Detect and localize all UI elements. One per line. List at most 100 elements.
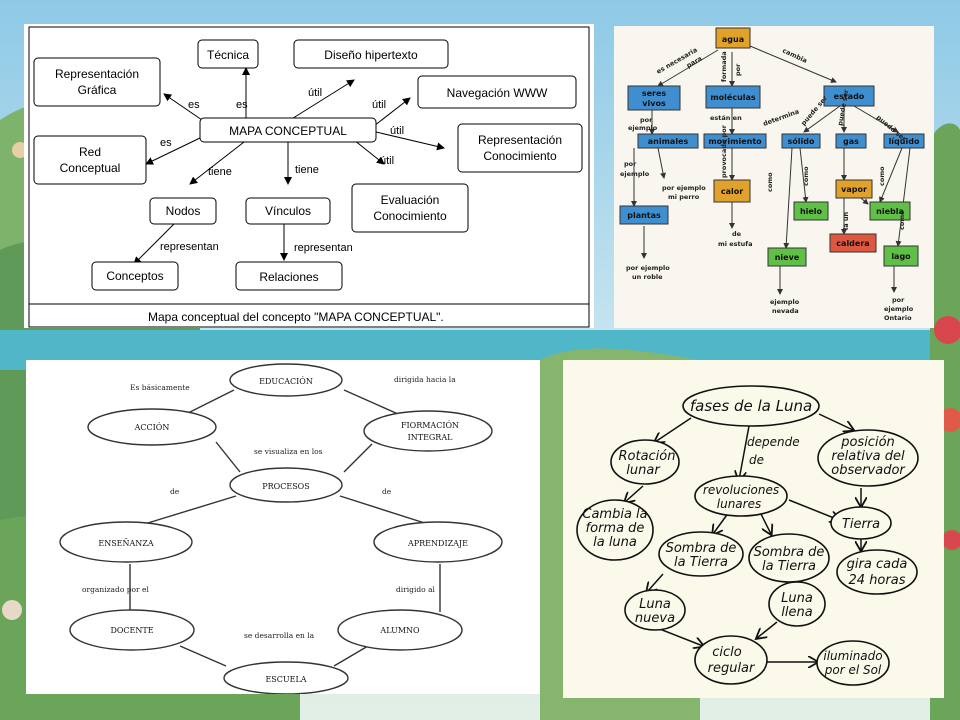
node-movimiento: movimiento bbox=[708, 137, 762, 146]
node-accion: ACCIÓN bbox=[134, 423, 170, 432]
link-es-basicamente: Es básicamente bbox=[130, 383, 190, 392]
link-es-red: es bbox=[160, 137, 172, 149]
node-formacion-1: FIORMACIÓN bbox=[401, 421, 459, 430]
label-por-ejemplo-2: ejemplo bbox=[628, 124, 658, 132]
node-caldera: caldera bbox=[836, 239, 869, 248]
link-es-grafica: es bbox=[188, 99, 200, 111]
link-tiene-vinculos: tiene bbox=[295, 164, 319, 176]
label-de-la-un: la un bbox=[842, 211, 850, 230]
node-fases-luna: fases de la Luna bbox=[690, 397, 812, 415]
fases-luna-concept-map-panel: fases de la Luna Rotación lunar posición… bbox=[563, 360, 944, 698]
link-tiene-nodos: tiene bbox=[208, 166, 232, 178]
educacion-concept-map-panel: EDUCACIÓN ACCIÓN FIORMACIÓN INTEGRAL PRO… bbox=[26, 360, 540, 694]
node-representacion-conocimiento-2: Conocimiento bbox=[483, 149, 557, 163]
node-procesos: PROCESOS bbox=[262, 482, 309, 491]
node-niebla: niebla bbox=[876, 207, 904, 216]
node-mapa-conceptual: MAPA CONCEPTUAL bbox=[229, 124, 347, 138]
node-seres-vivos-2: vivos bbox=[642, 99, 666, 108]
node-animales: animales bbox=[648, 137, 689, 146]
node-rotacion-lunar-2: lunar bbox=[626, 463, 661, 478]
node-plantas: plantas bbox=[627, 211, 661, 220]
label-ontario-3: Ontario bbox=[884, 314, 912, 322]
node-vapor: vapor bbox=[841, 185, 867, 194]
link-depende: depende bbox=[747, 435, 800, 449]
link-util-diseno: útil bbox=[308, 87, 322, 99]
link-organizado-por: organizado por el bbox=[82, 585, 149, 594]
node-cambia-forma-1: Cambia la bbox=[582, 507, 647, 522]
node-moleculas: moléculas bbox=[710, 92, 756, 102]
link-util-repcon: útil bbox=[390, 125, 404, 137]
node-ciclo-regular-2: regular bbox=[708, 661, 756, 676]
node-iluminado-1: iluminado bbox=[823, 649, 882, 663]
node-sombra-tierra-b-1: Sombra de bbox=[754, 545, 825, 560]
node-red-conceptual-1: Red bbox=[79, 145, 101, 159]
label-nevada-1: ejemplo bbox=[770, 298, 800, 306]
label-por: por bbox=[734, 63, 742, 76]
mapa-conceptual-panel: Técnica Diseño hipertexto Representación… bbox=[24, 24, 594, 328]
label-formada: formada bbox=[720, 51, 728, 82]
link-representan-conceptos: representan bbox=[160, 241, 219, 253]
node-evaluacion-conocimiento-1: Evaluación bbox=[381, 193, 440, 207]
link-util-navegacion: útil bbox=[372, 99, 386, 111]
label-estan-en: están en bbox=[710, 114, 742, 122]
node-formacion-2: INTEGRAL bbox=[408, 433, 454, 442]
link-de-left: de bbox=[170, 487, 180, 496]
node-vinculos: Vínculos bbox=[265, 204, 311, 218]
node-posicion-3: observador bbox=[831, 463, 906, 478]
link-representan-relaciones: representan bbox=[294, 242, 353, 254]
node-docente: DOCENTE bbox=[110, 626, 153, 635]
label-ontario-1: por bbox=[892, 296, 905, 304]
node-representacion-grafica-1: Representación bbox=[55, 67, 139, 81]
node-tierra: Tierra bbox=[842, 517, 880, 532]
label-nevada-2: nevada bbox=[772, 307, 799, 315]
node-hielo: hielo bbox=[800, 207, 823, 216]
label-por-ejemplo-4: ejemplo bbox=[620, 170, 650, 178]
label-ontario-2: ejemplo bbox=[884, 305, 914, 313]
node-red-conceptual-2: Conceptual bbox=[60, 161, 121, 175]
label-por-ejemplo-3: por bbox=[624, 160, 637, 168]
label-determina: determina bbox=[762, 107, 800, 127]
label-roble-1: por ejemplo bbox=[626, 264, 670, 272]
diagram-caption: Mapa conceptual del concepto "MAPA CONCE… bbox=[148, 310, 444, 324]
node-nieve: nieve bbox=[775, 253, 800, 262]
node-seres-vivos-1: seres bbox=[642, 89, 667, 98]
node-tecnica: Técnica bbox=[207, 48, 249, 62]
node-sombra-tierra-b-2: la Tierra bbox=[762, 559, 816, 574]
node-sombra-tierra-a-2: la Tierra bbox=[674, 555, 728, 570]
node-estado: estado bbox=[834, 92, 865, 101]
link-de: de bbox=[749, 453, 764, 467]
node-agua: agua bbox=[722, 35, 744, 44]
node-gira-1: gira cada bbox=[847, 557, 908, 572]
label-mi-estufa: mi estufa bbox=[718, 240, 753, 248]
node-representacion-grafica-2: Gráfica bbox=[78, 83, 117, 97]
node-posicion-2: relativa del bbox=[831, 449, 905, 464]
link-es-tecnica: es bbox=[236, 99, 248, 111]
node-educacion: EDUCACIÓN bbox=[259, 377, 313, 386]
node-escuela: ESCUELA bbox=[265, 675, 306, 684]
node-luna-llena-2: llena bbox=[781, 605, 812, 620]
node-diseno-hipertexto: Diseño hipertexto bbox=[324, 48, 418, 62]
label-como-3: como bbox=[878, 166, 886, 186]
node-ensenanza: ENSEÑANZA bbox=[98, 539, 153, 548]
node-rotacion-lunar-1: Rotación bbox=[618, 449, 675, 464]
link-util-evaluacion: útil bbox=[380, 155, 394, 167]
node-alumno: ALUMNO bbox=[379, 626, 420, 635]
agua-concept-map-panel: agua seres vivos moléculas estado animal… bbox=[614, 26, 934, 328]
node-iluminado-2: por el Sol bbox=[824, 663, 882, 677]
node-lago: lago bbox=[891, 252, 911, 261]
node-aprendizaje: APRENDIZAJE bbox=[407, 539, 468, 548]
node-revoluciones-1: revoluciones bbox=[703, 483, 779, 497]
node-liquido: líquido bbox=[889, 137, 920, 146]
node-solido: sólido bbox=[788, 136, 815, 146]
label-por-ejemplo-perro-1: por ejemplo bbox=[662, 184, 706, 192]
node-relaciones: Relaciones bbox=[259, 270, 318, 284]
node-revoluciones-2: lunares bbox=[717, 497, 761, 511]
label-como-1: como bbox=[766, 172, 774, 192]
label-de: de bbox=[732, 230, 742, 238]
node-posicion-1: posición bbox=[840, 435, 895, 450]
label-puede-ser-1: puede ser bbox=[799, 94, 829, 128]
node-cambia-forma-3: la luna bbox=[593, 535, 637, 550]
label-provocado-por: provocado por bbox=[720, 124, 728, 178]
node-sombra-tierra-a-1: Sombra de bbox=[666, 541, 737, 556]
link-dirigida-hacia: dirigida hacia la bbox=[394, 375, 456, 384]
